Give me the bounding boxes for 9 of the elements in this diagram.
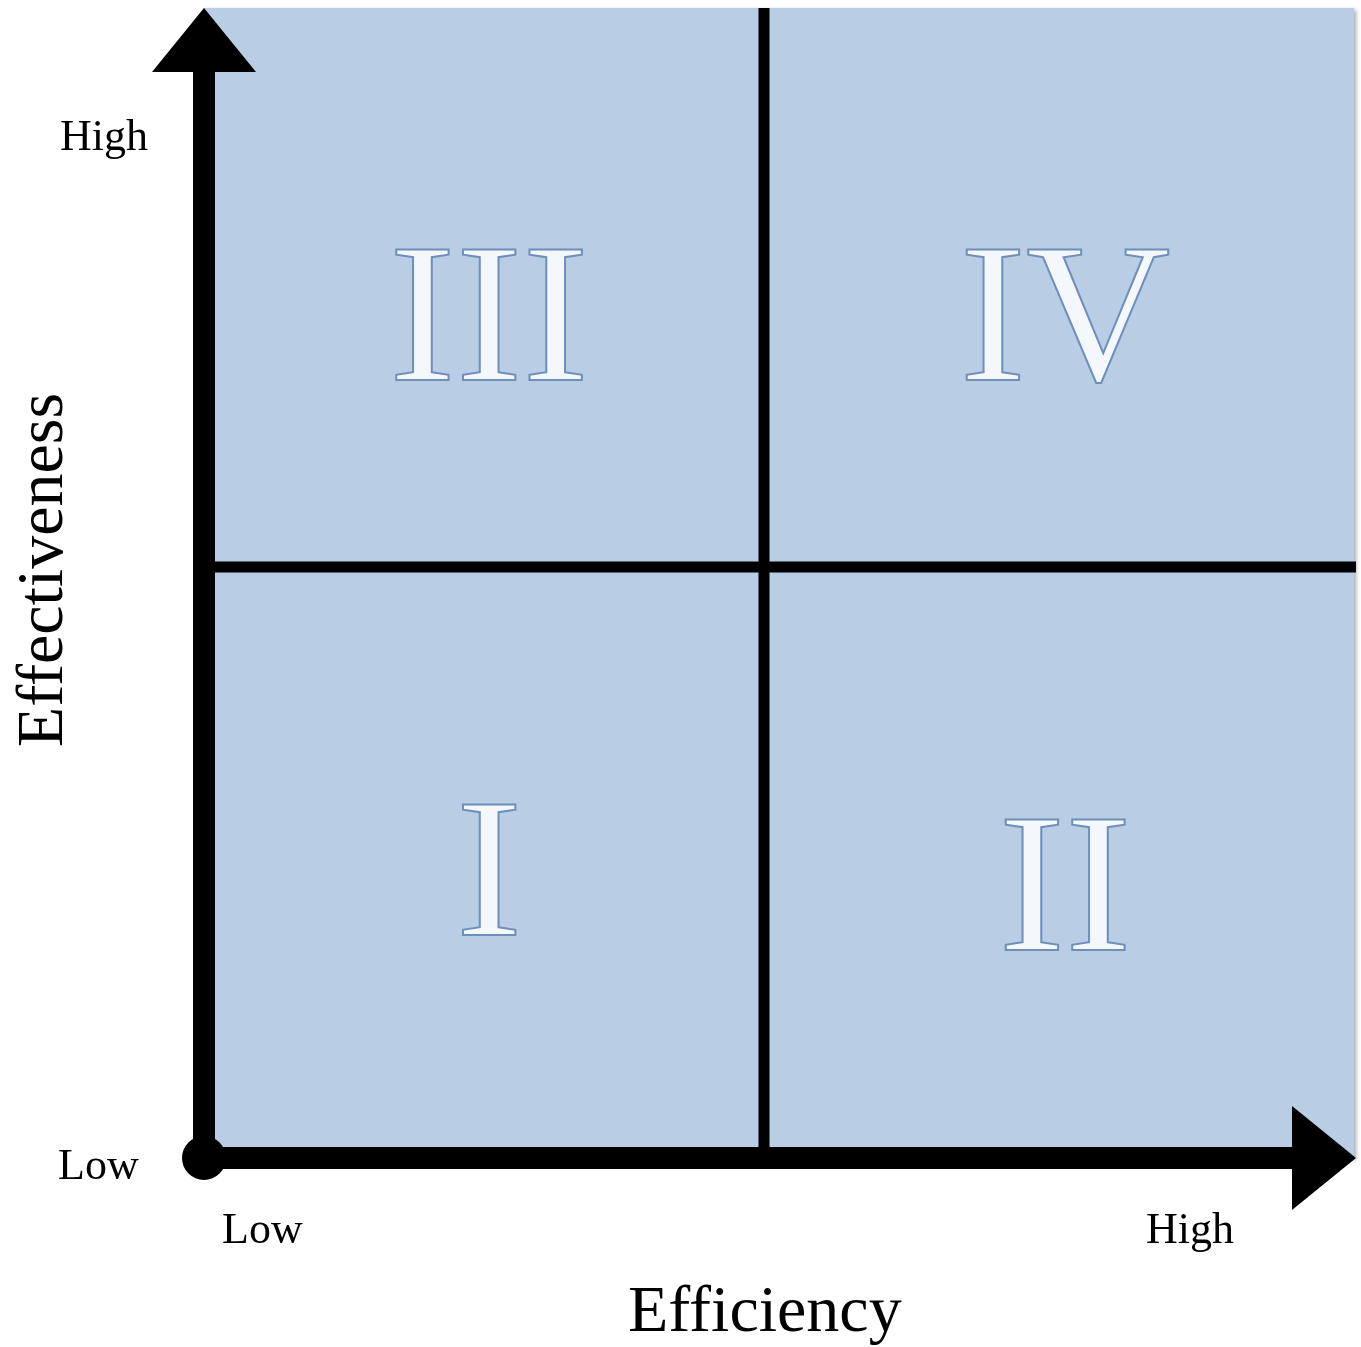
quadrant-numeral: III [389, 213, 589, 425]
quadrant-numeral: II [998, 783, 1132, 995]
axis-level-label: Low [58, 1143, 139, 1187]
axis-level-label: Low [222, 1207, 303, 1251]
quadrant-numeral: I [455, 768, 523, 980]
axis-level-label: High [1146, 1207, 1234, 1251]
axis-level-label: High [60, 114, 148, 158]
quadrant-numeral: IV [959, 213, 1171, 425]
y-axis-title: Effectiveness [7, 392, 74, 748]
